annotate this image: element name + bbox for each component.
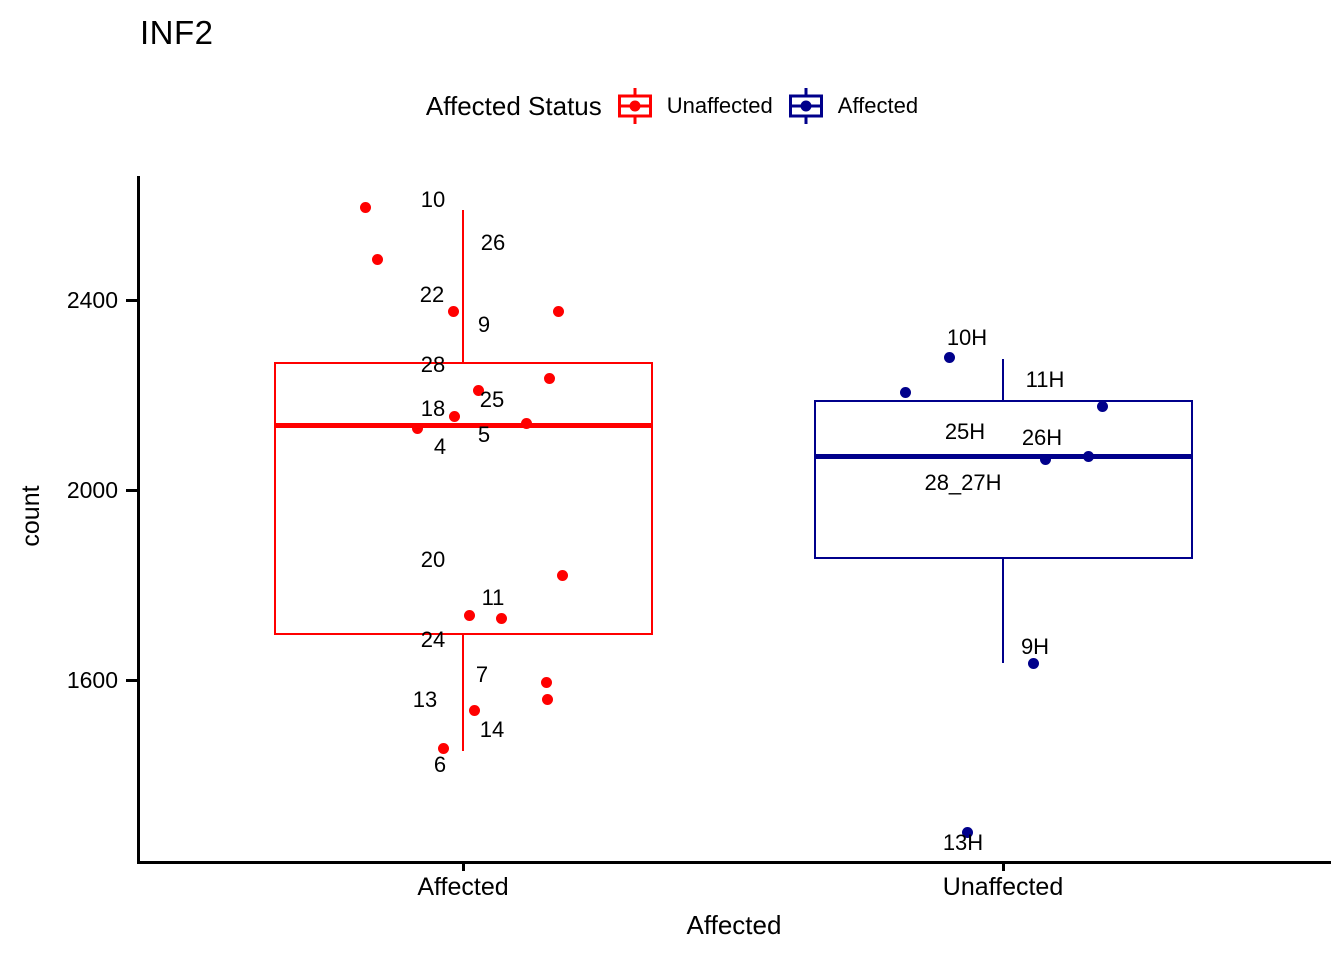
boxplot-whisker-lower — [461, 634, 465, 752]
point-label: 28_27H — [924, 470, 1002, 495]
data-point — [371, 254, 383, 266]
boxplot-median-line — [273, 423, 653, 429]
data-point — [1096, 401, 1108, 413]
x-category-label: Affected — [417, 873, 509, 901]
data-point — [552, 306, 564, 318]
boxplot-median-line — [813, 454, 1193, 460]
data-point — [556, 570, 568, 581]
point-label: 25H — [944, 419, 986, 444]
data-point — [447, 306, 459, 318]
boxplot-box — [813, 399, 1193, 559]
point-label: 6 — [433, 752, 447, 777]
y-axis-title: count — [17, 485, 45, 547]
x-axis-line — [137, 861, 1331, 864]
boxplot-key-icon — [617, 88, 652, 124]
boxplot-box — [273, 361, 653, 635]
data-point — [1027, 657, 1039, 669]
data-point — [1039, 453, 1051, 465]
y-axis-line — [137, 176, 140, 864]
boxplot-whisker-upper — [461, 209, 465, 362]
y-tick-mark — [126, 678, 138, 682]
point-label: 26H — [1021, 425, 1063, 450]
legend-item-unaffected: Unaffected — [617, 88, 773, 124]
data-point — [437, 743, 449, 755]
point-label: 4 — [433, 434, 447, 459]
data-point — [520, 418, 532, 429]
legend-item-label: Unaffected — [666, 93, 773, 118]
data-point — [472, 384, 484, 396]
data-point — [468, 705, 480, 717]
point-label: 14 — [479, 717, 505, 742]
y-tick-label: 2000 — [66, 477, 118, 503]
point-label: 9H — [1020, 634, 1050, 659]
point-label: 24 — [420, 627, 446, 652]
data-point — [411, 422, 423, 434]
x-axis-title: Affected — [686, 910, 782, 940]
point-label: 13H — [942, 830, 984, 855]
data-point — [540, 676, 552, 688]
plot-title: INF2 — [140, 14, 214, 51]
data-point — [541, 693, 553, 705]
legend-item-label: Affected — [837, 93, 919, 118]
legend-item-affected: Affected — [788, 88, 919, 124]
data-point — [463, 610, 475, 622]
y-tick-mark — [126, 298, 138, 302]
boxplot-whisker-upper — [1001, 359, 1005, 400]
y-tick-label: 1600 — [66, 667, 118, 693]
point-label: 28 — [420, 352, 446, 377]
point-label: 10 — [420, 187, 446, 212]
data-point — [543, 372, 555, 384]
point-label: 25 — [479, 387, 505, 412]
x-tick-mark — [1001, 862, 1005, 871]
legend-title: Affected Status — [425, 90, 602, 121]
point-label: 18 — [420, 396, 446, 421]
point-label: 20 — [420, 547, 446, 572]
x-tick-mark — [461, 862, 465, 871]
point-label: 26 — [480, 230, 506, 255]
y-tick-mark — [126, 488, 138, 492]
boxplot-whisker-lower — [1001, 558, 1005, 664]
legend: Affected Status Unaffected Affected — [0, 84, 1344, 128]
data-point — [1082, 451, 1094, 463]
point-label: 7 — [475, 662, 489, 687]
point-label: 11 — [481, 585, 505, 610]
data-point — [495, 612, 507, 624]
point-label: 22 — [419, 282, 445, 307]
point-label: 9 — [477, 312, 491, 337]
x-category-label: Unaffected — [942, 873, 1064, 901]
point-label: 11H — [1025, 367, 1065, 392]
point-label: 10H — [946, 325, 988, 350]
data-point — [359, 201, 371, 213]
data-point — [943, 351, 955, 363]
data-point — [899, 387, 911, 399]
data-point — [961, 826, 973, 838]
point-label: 13 — [412, 687, 438, 712]
point-label: 5 — [477, 422, 491, 447]
data-point — [448, 410, 460, 422]
y-tick-label: 2400 — [66, 287, 118, 313]
boxplot-key-icon — [788, 88, 823, 124]
